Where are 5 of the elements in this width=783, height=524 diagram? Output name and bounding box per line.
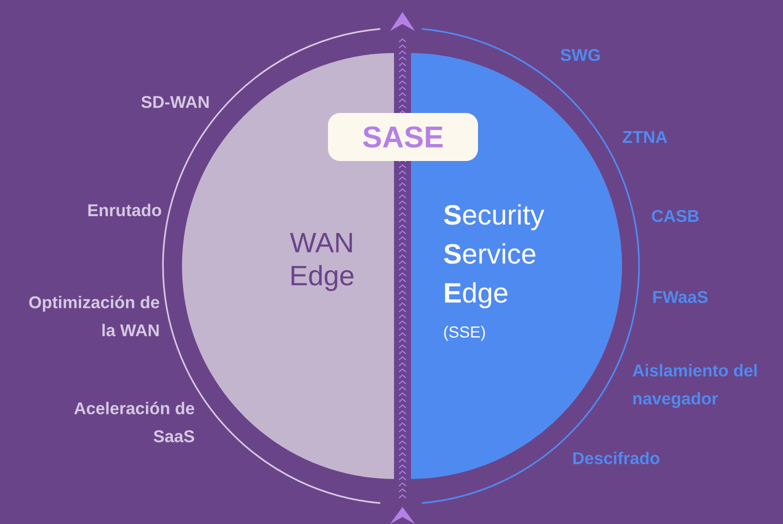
title-badge: SASE	[328, 113, 478, 161]
feature-label: FWaaS	[653, 290, 708, 304]
feature-label: Optimización de la WAN	[29, 296, 160, 336]
feature-label: Enrutado	[88, 204, 162, 216]
feature-label: CASB	[652, 210, 699, 222]
